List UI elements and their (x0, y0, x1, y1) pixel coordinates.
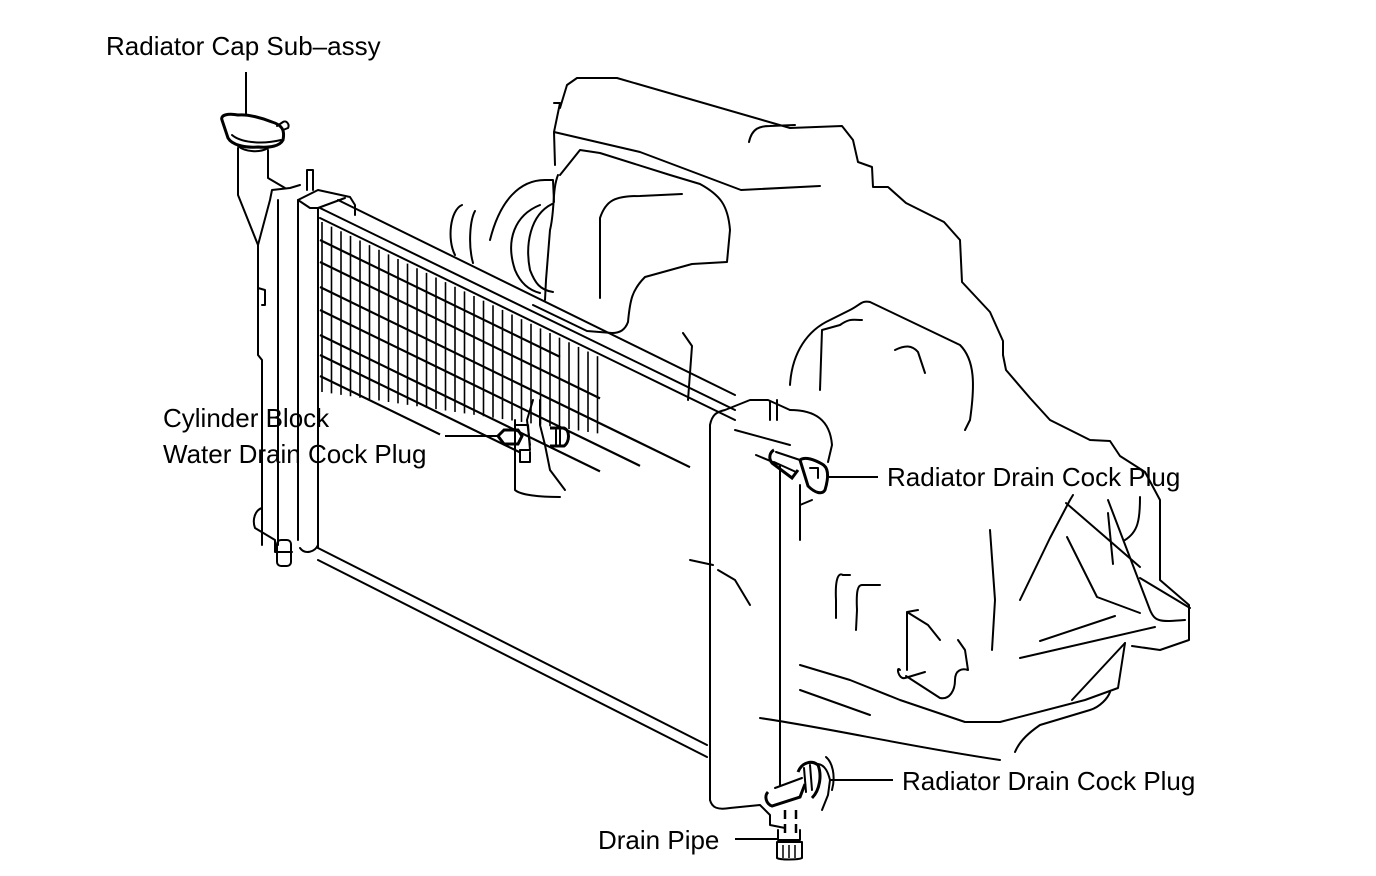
radiator-tube (319, 261, 601, 400)
engine-block (449, 77, 1191, 761)
radiator-core (297, 169, 736, 758)
label-cylinder-block-line1: Cylinder Block (163, 403, 330, 433)
radiator-cap (220, 112, 290, 153)
label-radiator-drain-lower: Radiator Drain Cock Plug (902, 766, 1196, 796)
radiator-drain-plug-lower (764, 756, 835, 811)
label-cylinder-block-line2: Water Drain Cock Plug (163, 439, 427, 469)
label-drain-pipe: Drain Pipe (598, 825, 720, 855)
radiator-tube (319, 286, 691, 469)
radiator-tube (319, 375, 441, 436)
radiator-side-tank (689, 399, 833, 829)
label-radiator-drain-upper: Radiator Drain Cock Plug (887, 462, 1181, 492)
label-radiator-cap: Radiator Cap Sub–assy (106, 31, 381, 61)
radiator-drain-plug-upper (768, 448, 830, 495)
radiator-tube (319, 334, 601, 473)
radiator-tube (319, 309, 641, 467)
radiator-reservoir-tank (237, 147, 301, 567)
drain-pipe (776, 810, 803, 861)
radiator-fins (319, 222, 691, 473)
radiator-tube (319, 239, 561, 358)
